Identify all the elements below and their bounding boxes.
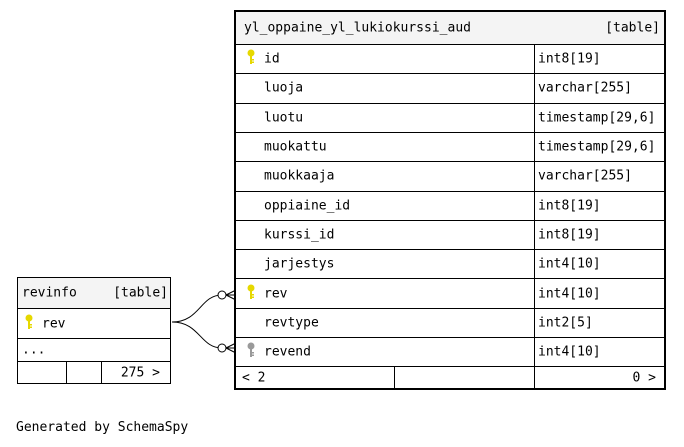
column-row-rev[interactable]: rev int4[10]	[236, 279, 664, 307]
footer-divider	[66, 362, 67, 384]
table-yl-oppaine-yl-lukiokurssi-aud[interactable]: yl_oppaine_yl_lukiokurssi_aud [table] id…	[234, 10, 666, 390]
footer-divider	[101, 362, 102, 384]
column-type: timestamp[29,6]	[538, 110, 656, 126]
column-name: revtype	[264, 315, 319, 331]
relationship-rev	[171, 294, 223, 323]
column-type: int8[19]	[538, 51, 601, 67]
relationship-rev-optional-marker	[217, 290, 227, 300]
column-name: rev	[42, 316, 66, 331]
column-type: int2[5]	[538, 315, 593, 331]
column-name: jarjestys	[264, 256, 335, 272]
table-name: yl_oppaine_yl_lukiokurssi_aud	[244, 20, 471, 36]
column-row-id[interactable]: id int8[19]	[236, 45, 664, 73]
ellipsis-row: ...	[18, 339, 170, 361]
children-count[interactable]: 0 >	[632, 370, 656, 386]
column-divider	[534, 44, 535, 367]
primary-key-icon	[246, 49, 256, 69]
column-name: luoja	[264, 80, 304, 96]
column-row-oppiaine-id[interactable]: oppiaine_id int8[19]	[236, 192, 664, 220]
foreign-key-icon	[246, 342, 256, 362]
footer-divider	[394, 366, 395, 390]
column-type: int8[19]	[538, 227, 601, 243]
primary-key-icon	[246, 284, 256, 304]
relationship-revend-optional-marker	[217, 343, 227, 353]
children-count[interactable]: 275 >	[120, 365, 160, 381]
column-row-revtype[interactable]: revtype int2[5]	[236, 309, 664, 337]
footer-divider	[534, 366, 535, 390]
column-row-luoja[interactable]: luoja varchar[255]	[236, 74, 664, 102]
primary-key-icon	[24, 314, 34, 334]
table-footer: 275 >	[18, 362, 170, 384]
table-type-label: [table]	[113, 285, 168, 301]
column-type: int4[10]	[538, 256, 601, 272]
column-row-revend[interactable]: revend int4[10]	[236, 338, 664, 366]
column-type: varchar[255]	[538, 80, 632, 96]
column-row-rev[interactable]: rev	[18, 309, 170, 338]
column-row-luotu[interactable]: luotu timestamp[29,6]	[236, 104, 664, 132]
column-row-muokattu[interactable]: muokattu timestamp[29,6]	[236, 133, 664, 161]
table-type-label: [table]	[605, 20, 660, 36]
column-name: revend	[264, 344, 311, 360]
column-name: kurssi_id	[264, 227, 335, 243]
parents-count[interactable]: < 2	[242, 370, 266, 386]
table-revinfo[interactable]: revinfo [table] rev ... 275 >	[17, 277, 171, 384]
generated-by-footer: Generated by SchemaSpy	[16, 420, 189, 435]
table-header: revinfo [table]	[18, 278, 170, 308]
ellipsis: ...	[22, 342, 46, 358]
table-name: revinfo	[22, 285, 77, 301]
column-name: muokkaaja	[264, 168, 335, 184]
column-name: muokattu	[264, 139, 327, 155]
relationship-revend	[171, 321, 223, 349]
column-name: id	[264, 51, 280, 67]
column-type: timestamp[29,6]	[538, 139, 656, 155]
column-type: int8[19]	[538, 198, 601, 214]
column-row-jarjestys[interactable]: jarjestys int4[10]	[236, 250, 664, 278]
column-type: int4[10]	[538, 344, 601, 360]
table-header: yl_oppaine_yl_lukiokurssi_aud [table]	[236, 12, 664, 44]
column-name: rev	[264, 286, 288, 302]
column-row-kurssi-id[interactable]: kurssi_id int8[19]	[236, 221, 664, 249]
column-name: luotu	[264, 110, 304, 126]
column-type: varchar[255]	[538, 168, 632, 184]
column-row-muokkaaja[interactable]: muokkaaja varchar[255]	[236, 162, 664, 190]
column-type: int4[10]	[538, 286, 601, 302]
table-footer: < 2 0 >	[236, 366, 664, 390]
column-name: oppiaine_id	[264, 198, 351, 214]
